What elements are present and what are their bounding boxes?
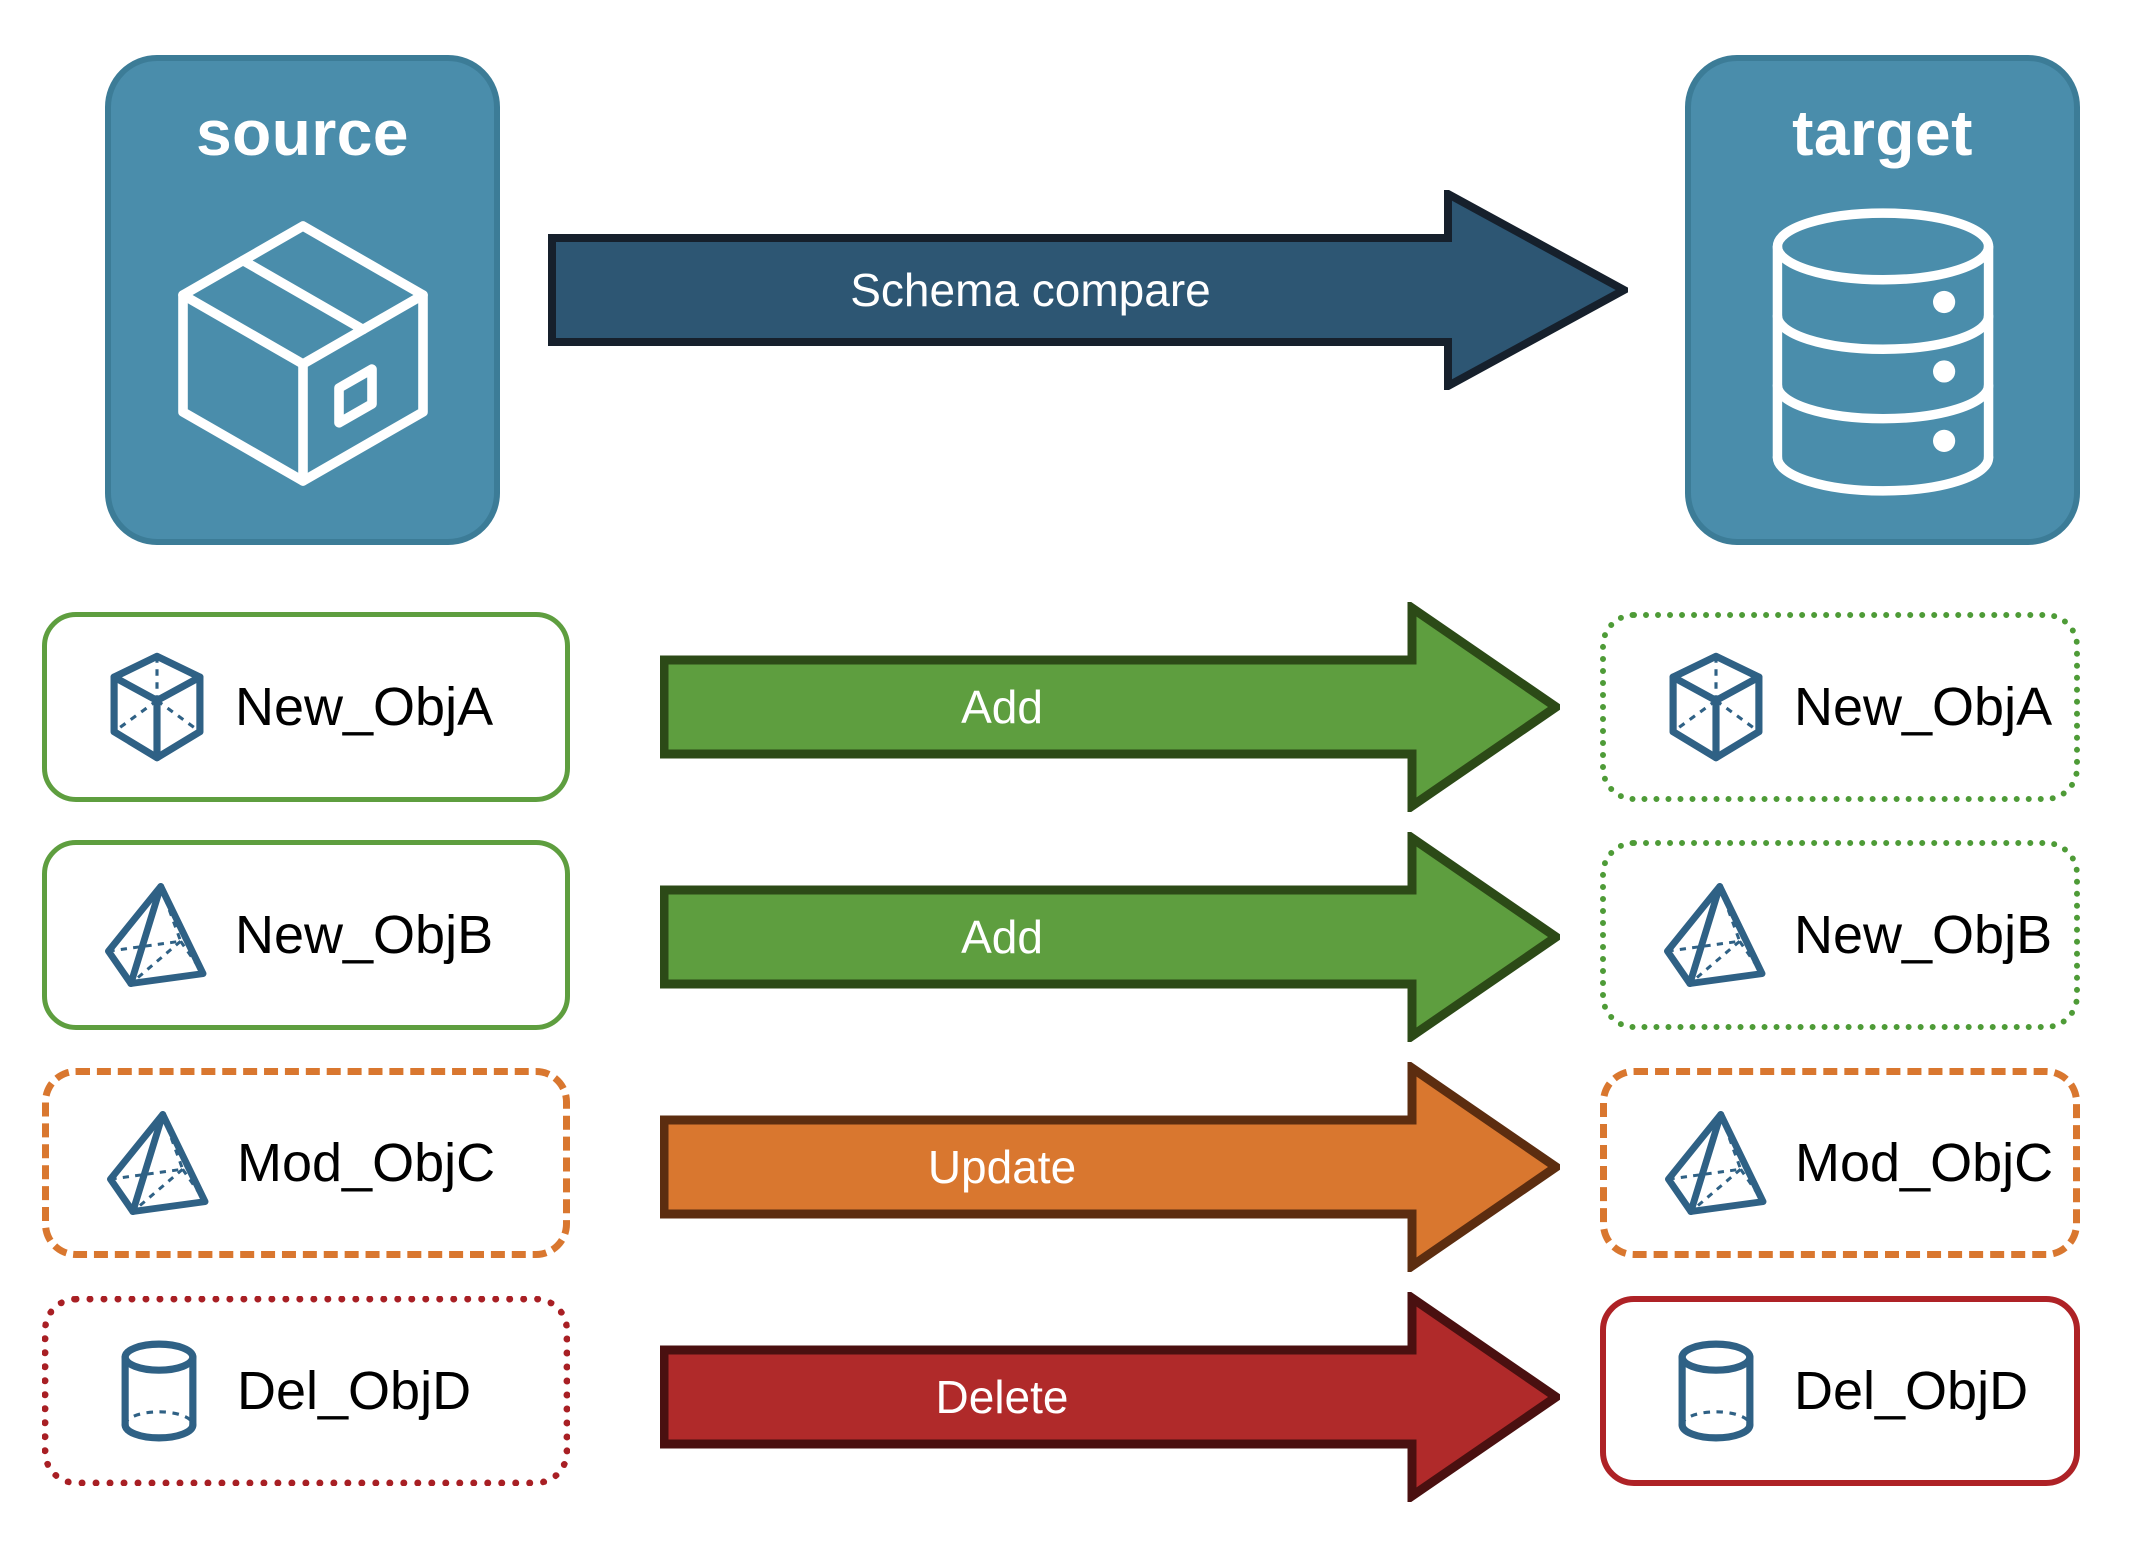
target-object-label: Del_ObjD: [1794, 1361, 2029, 1421]
source-panel: source: [105, 55, 500, 545]
compare-arrow-shape: [548, 187, 1633, 393]
schema-compare-arrow: Schema compare: [548, 187, 1633, 393]
source-artwork: [111, 165, 494, 539]
wireframe-pyramid-icon: [99, 1107, 219, 1219]
target-artwork: [1691, 165, 2074, 539]
target-object-row-3[interactable]: Mod_ObjC: [1600, 1068, 2080, 1258]
wireframe-pyramid-icon: [1656, 879, 1776, 991]
source-object-label: New_ObjB: [235, 905, 494, 965]
target-object-label: New_ObjA: [1794, 677, 2053, 737]
add-arrow-row-1: Add: [659, 599, 1564, 815]
wireframe-cube-icon: [1656, 651, 1776, 763]
wireframe-cube-icon: [97, 651, 217, 763]
target-panel: target: [1685, 55, 2080, 545]
target-object-row-1[interactable]: New_ObjA: [1600, 612, 2080, 802]
database-cylinder-icon: [1772, 208, 1993, 496]
wireframe-cylinder-icon: [99, 1335, 219, 1447]
source-object-label: Mod_ObjC: [237, 1133, 496, 1193]
update-arrow-row-3: Update: [659, 1059, 1564, 1275]
source-object-row-3[interactable]: Mod_ObjC: [42, 1068, 570, 1258]
add-arrow-row-2: Add: [659, 829, 1564, 1045]
wireframe-pyramid-icon: [1657, 1107, 1777, 1219]
target-object-row-4[interactable]: Del_ObjD: [1600, 1296, 2080, 1486]
source-object-row-1[interactable]: New_ObjA: [42, 612, 570, 802]
package-box-icon: [177, 221, 428, 486]
source-object-label: Del_ObjD: [237, 1361, 472, 1421]
target-object-row-2[interactable]: New_ObjB: [1600, 840, 2080, 1030]
target-object-label: New_ObjB: [1794, 905, 2053, 965]
source-object-label: New_ObjA: [235, 677, 494, 737]
wireframe-pyramid-icon: [97, 879, 217, 991]
target-title: target: [1792, 97, 1973, 169]
delete-arrow-row-4: Delete: [659, 1289, 1564, 1505]
target-object-label: Mod_ObjC: [1795, 1133, 2054, 1193]
source-object-row-2[interactable]: New_ObjB: [42, 840, 570, 1030]
source-object-row-4[interactable]: Del_ObjD: [42, 1296, 570, 1486]
source-title: source: [196, 97, 409, 169]
wireframe-cylinder-icon: [1656, 1335, 1776, 1447]
